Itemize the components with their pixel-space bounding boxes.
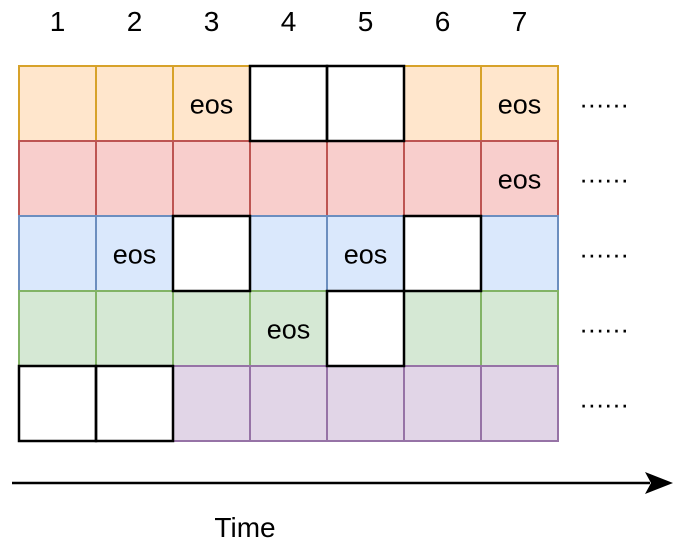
column-label: 3	[204, 6, 220, 37]
eos-token-label: eos	[498, 165, 542, 195]
grid-cell	[172, 140, 251, 217]
grid-cell	[403, 65, 482, 142]
grid-cell	[403, 140, 482, 217]
row-continuation-dots: ......	[580, 384, 629, 414]
grid-cell	[480, 215, 559, 292]
grid-cell	[326, 365, 405, 442]
empty-cell	[18, 365, 97, 442]
grid-cell	[95, 65, 174, 142]
grid-borders	[17, 64, 483, 443]
eos-token-label: eos	[498, 90, 542, 120]
empty-cell-border	[94, 364, 175, 443]
grid-cell	[18, 290, 97, 367]
grid-cell	[18, 215, 97, 292]
grid-cell	[480, 290, 559, 367]
eos-token-label: eos	[344, 240, 388, 270]
grid-cell	[249, 290, 328, 367]
empty-cell	[403, 215, 482, 292]
column-label: 5	[358, 6, 374, 37]
empty-cell	[95, 365, 174, 442]
time-axis-arrowhead-icon	[645, 472, 673, 494]
column-label: 1	[50, 6, 66, 37]
grid-cell	[249, 215, 328, 292]
row-continuation-dots: ......	[580, 159, 629, 189]
empty-cell-border	[402, 214, 483, 293]
empty-cell	[249, 65, 328, 142]
row-continuation-dots: ......	[580, 84, 629, 114]
empty-cell	[326, 290, 405, 367]
column-label: 6	[435, 6, 451, 37]
grid-cell	[172, 65, 251, 142]
column-label: 7	[512, 6, 528, 37]
grid-cell	[18, 140, 97, 217]
eos-token-label: eos	[190, 90, 234, 120]
empty-cell	[326, 65, 405, 142]
column-label: 4	[281, 6, 297, 37]
cell-texts: eos eos eos eos eos eos	[113, 90, 542, 345]
grid-cell	[326, 140, 405, 217]
grid-cell	[172, 365, 251, 442]
empty-cell-border	[325, 289, 406, 368]
grid-cell	[95, 290, 174, 367]
grid-cell	[403, 365, 482, 442]
eos-token-label: eos	[113, 240, 157, 270]
time-axis-label: Time	[214, 512, 275, 543]
eos-token-label: eos	[267, 315, 311, 345]
column-labels: 1 2 3 4 5 6 7	[50, 6, 528, 37]
column-label: 2	[127, 6, 143, 37]
grid-cell	[249, 140, 328, 217]
grid-cell	[480, 65, 559, 142]
grid-cell	[18, 65, 97, 142]
empty-cell-border	[325, 64, 406, 143]
time-axis: Time	[12, 472, 673, 543]
grid-cell	[95, 140, 174, 217]
grid-cell	[249, 365, 328, 442]
row-continuation-dots: ......	[580, 234, 629, 264]
grid-cells	[18, 65, 559, 442]
empty-cell-border	[171, 214, 252, 293]
empty-cell	[172, 215, 251, 292]
grid-cell	[480, 365, 559, 442]
grid-cell	[172, 290, 251, 367]
row-continuation-dots: ......	[580, 309, 629, 339]
grid-cell	[403, 290, 482, 367]
row-continuation-dots: ..............................	[580, 84, 629, 414]
